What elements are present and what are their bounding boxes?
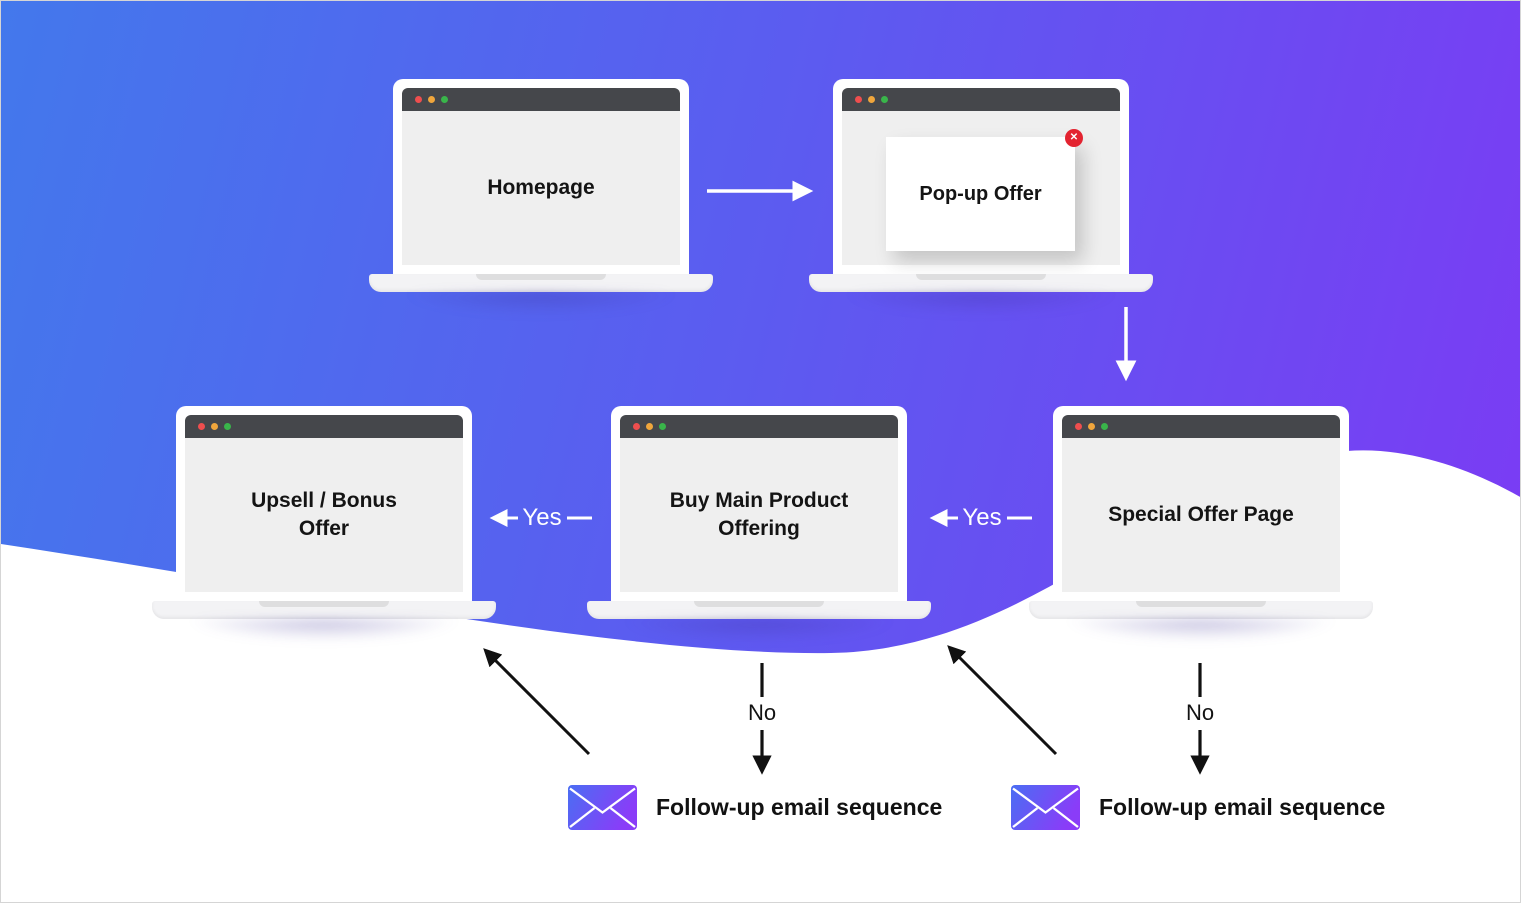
green-dot-icon	[441, 96, 448, 103]
popup-offer-card: Pop-up Offer ✕	[886, 129, 1083, 251]
green-dot-icon	[881, 96, 888, 103]
laptop-base	[587, 601, 931, 619]
popup-offer-label: Pop-up Offer	[919, 182, 1042, 205]
red-dot-icon	[415, 96, 422, 103]
email-sequence-right: Follow-up email sequence	[1011, 785, 1385, 830]
browser-screen: Pop-up Offer ✕	[842, 111, 1120, 265]
buy-main-label: Buy Main Product Offering	[669, 488, 849, 540]
browser-screen: Upsell / Bonus Offer	[185, 438, 463, 592]
browser-titlebar	[1062, 415, 1340, 438]
yellow-dot-icon	[646, 423, 653, 430]
yes-label-special-to-buy: Yes	[962, 504, 1002, 531]
red-dot-icon	[855, 96, 862, 103]
browser-screen: Special Offer Page	[1062, 438, 1340, 592]
laptop-base	[152, 601, 496, 619]
laptop-homepage: Homepage	[369, 79, 713, 292]
special-offer-label: Special Offer Page	[1108, 502, 1294, 526]
laptop-upsell-bonus: Upsell / Bonus Offer	[152, 406, 496, 619]
laptop-notch	[916, 274, 1046, 280]
close-icon: ✕	[1065, 129, 1083, 147]
yellow-dot-icon	[868, 96, 875, 103]
laptop-popup-offer: Pop-up Offer ✕	[809, 79, 1153, 292]
upsell-bonus-label: Upsell / Bonus Offer	[251, 488, 397, 540]
red-dot-icon	[198, 423, 205, 430]
email-sequence-label: Follow-up email sequence	[656, 794, 943, 820]
no-label-special: No	[1185, 700, 1215, 725]
laptop-notch	[1136, 601, 1266, 607]
laptop-notch	[694, 601, 824, 607]
laptop-base	[1029, 601, 1373, 619]
browser-screen: Buy Main Product Offering	[620, 438, 898, 592]
email-sequence-label: Follow-up email sequence	[1099, 794, 1386, 820]
green-dot-icon	[1101, 423, 1108, 430]
laptop-special-offer: Special Offer Page	[1029, 406, 1373, 619]
envelope-icon	[1011, 785, 1080, 830]
no-label-buy: No	[747, 700, 777, 725]
laptop-notch	[259, 601, 389, 607]
green-dot-icon	[224, 423, 231, 430]
browser-titlebar	[185, 415, 463, 438]
laptop-notch	[476, 274, 606, 280]
envelope-icon	[568, 785, 637, 830]
red-dot-icon	[633, 423, 640, 430]
browser-screen: Homepage	[402, 111, 680, 265]
green-dot-icon	[659, 423, 666, 430]
email-sequence-left: Follow-up email sequence	[568, 785, 942, 830]
red-dot-icon	[1075, 423, 1082, 430]
laptop-base	[809, 274, 1153, 292]
browser-titlebar	[402, 88, 680, 111]
yellow-dot-icon	[428, 96, 435, 103]
homepage-label: Homepage	[487, 175, 595, 199]
browser-titlebar	[620, 415, 898, 438]
laptop-base	[369, 274, 713, 292]
laptop-buy-main: Buy Main Product Offering	[587, 406, 931, 619]
yellow-dot-icon	[211, 423, 218, 430]
yes-label-buy-to-upsell: Yes	[522, 504, 562, 531]
browser-titlebar	[842, 88, 1120, 111]
yellow-dot-icon	[1088, 423, 1095, 430]
